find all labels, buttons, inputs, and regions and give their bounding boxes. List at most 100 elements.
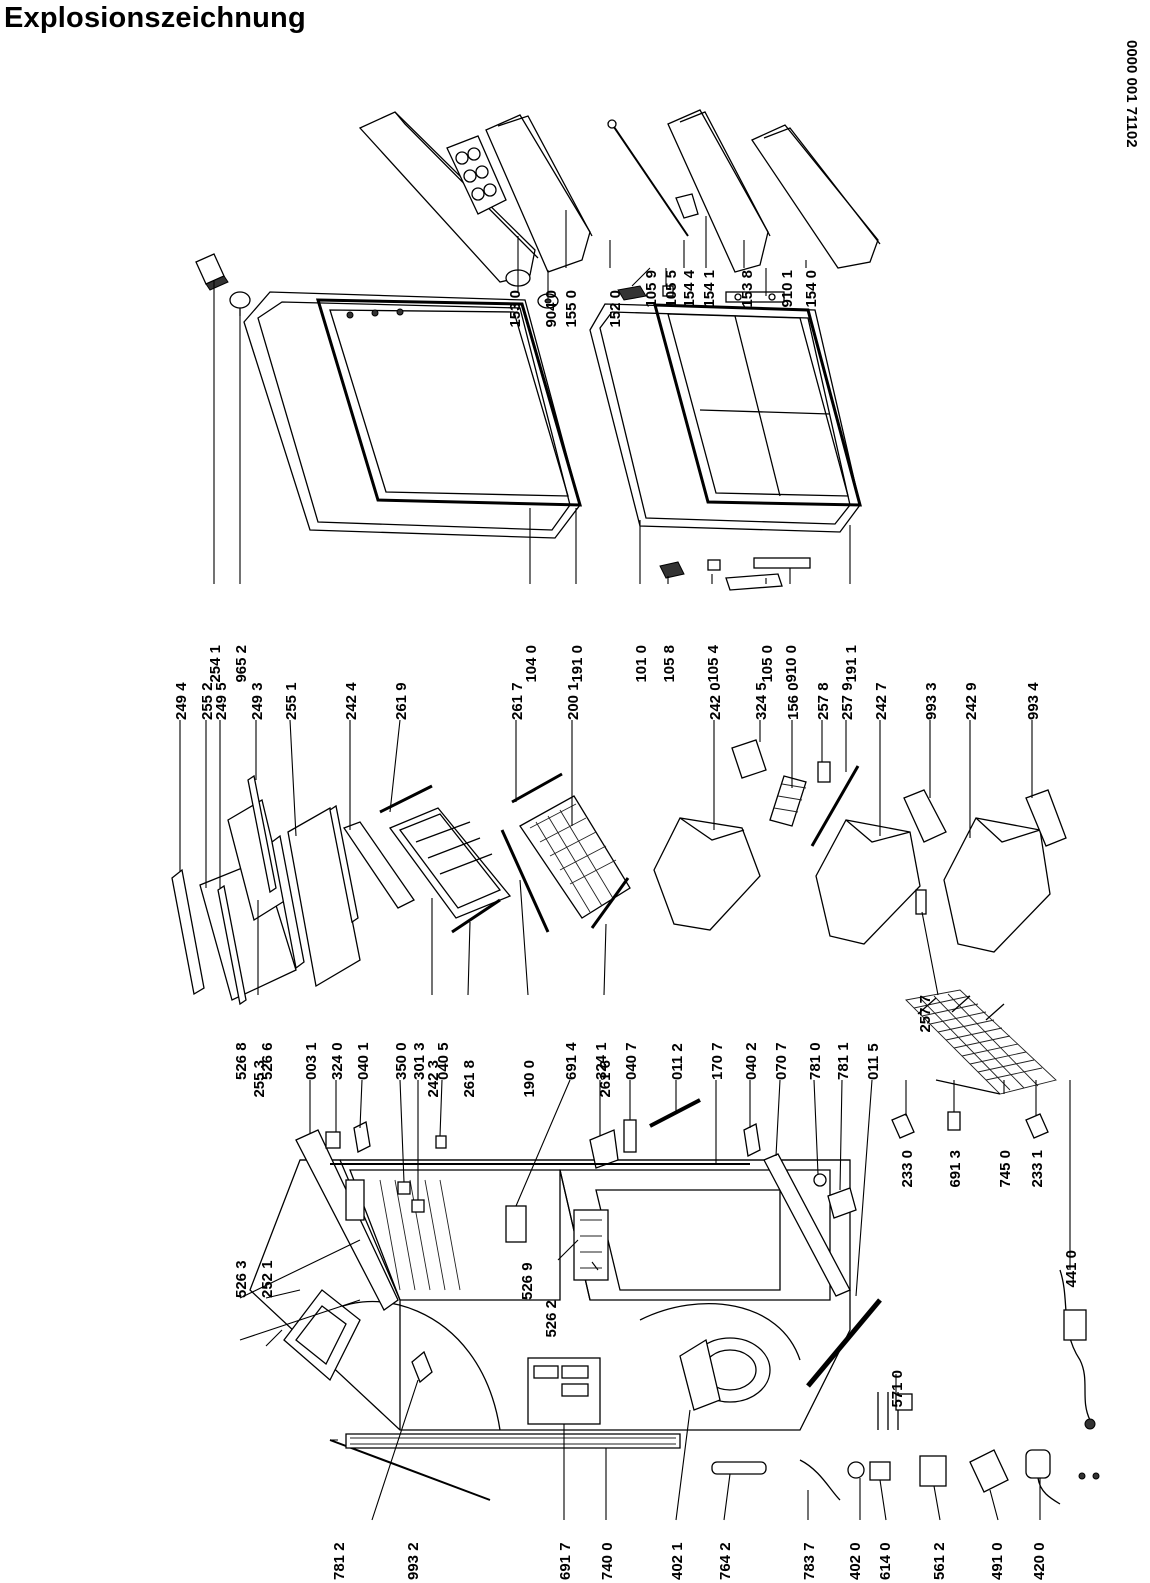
label-324-0: 324 0 (329, 1042, 346, 1080)
part-011-2-strip (649, 1098, 701, 1128)
part-910-0-hinge-plate (753, 557, 811, 569)
part-242-7-freezer-drawer (815, 819, 921, 945)
part-number-labels: 153 0 904 0 155 0 152 0 105 9 105 5 154 … (173, 269, 1080, 1580)
label-491-0: 491 0 (989, 1542, 1006, 1580)
part-242-4-drawer-front (343, 821, 415, 909)
label-781-0: 781 0 (807, 1042, 824, 1080)
part-257-7-clip (915, 889, 927, 915)
label-105-5: 105 5 (663, 270, 680, 308)
part-152-0-door-shelf (485, 114, 593, 273)
label-255-1: 255 1 (283, 682, 300, 720)
part-691-3-sensor (947, 1111, 961, 1131)
part-255-1-glass-shelf (287, 806, 361, 988)
label-070-7: 070 7 (773, 1042, 790, 1080)
part-200-1-frame (519, 795, 631, 919)
label-910-1: 910 1 (779, 270, 796, 308)
part-shelf-trim-lower (271, 834, 305, 970)
label-156-0: 156 0 (785, 682, 802, 720)
label-254-1: 254 1 (207, 645, 224, 683)
label-526-9: 526 9 (519, 1262, 536, 1300)
label-526-6: 526 6 (259, 1042, 276, 1080)
part-155-0-egg-tray (446, 135, 507, 215)
label-101-0: 101 0 (633, 645, 650, 683)
part-261-6-rail (590, 877, 630, 929)
label-011-2: 011 2 (669, 1043, 686, 1080)
part-249-3-shelf-trim (247, 774, 277, 894)
label-526-2: 526 2 (543, 1300, 560, 1338)
part-252-1-thermostat-housing (283, 1289, 361, 1382)
label-190-0: 190 0 (521, 1060, 538, 1098)
label-526-8: 526 8 (233, 1042, 250, 1080)
label-105-0: 105 0 (759, 645, 776, 683)
label-781-2: 781 2 (331, 1542, 348, 1580)
part-910-1-hinge (725, 291, 785, 303)
label-691-7: 691 7 (557, 1542, 574, 1580)
part-783-7-pipe (799, 1459, 841, 1501)
part-233-1-bracket (1025, 1113, 1049, 1139)
label-301-3: 301 3 (411, 1042, 428, 1080)
label-233-1: 233 1 (1029, 1150, 1046, 1188)
label-191-1: 191 1 (843, 645, 860, 683)
label-242-9: 242 9 (963, 682, 980, 720)
label-614-0: 614 0 (877, 1542, 894, 1580)
label-993-4: 993 4 (1025, 682, 1042, 720)
label-783-7: 783 7 (801, 1542, 818, 1580)
part-153-8-door-shelf (667, 109, 771, 273)
part-965-2-foot-plug (229, 291, 251, 316)
part-249-5-shelf-trim (217, 884, 247, 1006)
part-261-9-rail (379, 784, 433, 814)
part-420-0-capacitor (1025, 1449, 1061, 1505)
label-170-7: 170 7 (709, 1042, 726, 1080)
label-441-0: 441 0 (1063, 1250, 1080, 1288)
part-233-0-bracket (891, 1113, 915, 1139)
label-910-0: 910 0 (783, 645, 800, 683)
label-249-3: 249 3 (249, 682, 266, 720)
label-261-8: 261 8 (461, 1060, 478, 1098)
part-993-4-drawer-front (1025, 789, 1067, 847)
label-104-0: 104 0 (523, 645, 540, 683)
part-040-7-cover (623, 1119, 637, 1153)
part-154-0-door-shelf (751, 124, 881, 269)
label-105-9: 105 9 (643, 270, 660, 308)
label-402-0: 402 0 (847, 1542, 864, 1580)
label-257-7: 257 7 (917, 995, 934, 1033)
label-993-2: 993 2 (405, 1542, 422, 1580)
label-040-2: 040 2 (743, 1042, 760, 1080)
page-title: Explosionszeichnung (4, 2, 306, 34)
part-781-0-plug (813, 1173, 827, 1187)
label-571-0: 571 0 (889, 1370, 906, 1408)
part-040-5-fastener (435, 1135, 447, 1149)
label-040-7: 040 7 (623, 1042, 640, 1080)
label-420-0: 420 0 (1031, 1542, 1048, 1580)
part-257-9-rail (810, 765, 860, 847)
part-070-7-base-strip (763, 1153, 851, 1297)
label-003-1: 003 1 (303, 1042, 320, 1080)
label-252-1: 252 1 (259, 1260, 276, 1298)
label-691-4: 691 4 (563, 1042, 580, 1080)
part-261-8-rail (451, 898, 501, 934)
label-261-6: 261 6 (597, 1060, 614, 1098)
label-526-3: 526 3 (233, 1260, 250, 1298)
label-904-0: 904 0 (543, 290, 560, 328)
part-105-0-hinge-bracket (725, 573, 783, 591)
label-152-0: 152 0 (607, 290, 624, 328)
part-257-8-clip (817, 761, 831, 783)
part-190-0-rail (500, 829, 550, 933)
part-shelf-trim-upper (329, 804, 359, 924)
part-526-6-light-cover (345, 1179, 365, 1221)
part-324-1-cover (589, 1129, 619, 1169)
part-242-9-freezer-drawer (943, 817, 1051, 953)
label-040-5: 040 5 (435, 1042, 452, 1080)
label-155-0: 155 0 (563, 290, 580, 328)
part-781-1-vent (827, 1187, 857, 1219)
label-040-1: 040 1 (355, 1042, 372, 1080)
label-191-0: 191 0 (569, 645, 586, 683)
label-249-4: 249 4 (173, 682, 190, 720)
part-402-0-relay (847, 1461, 865, 1479)
part-156-0-ice-tray (769, 775, 807, 827)
part-249-4-shelf-trim (171, 868, 205, 996)
part-324-0-cover (325, 1131, 341, 1149)
label-561-2: 561 2 (931, 1542, 948, 1580)
part-254-1-handle-cap (195, 253, 229, 291)
